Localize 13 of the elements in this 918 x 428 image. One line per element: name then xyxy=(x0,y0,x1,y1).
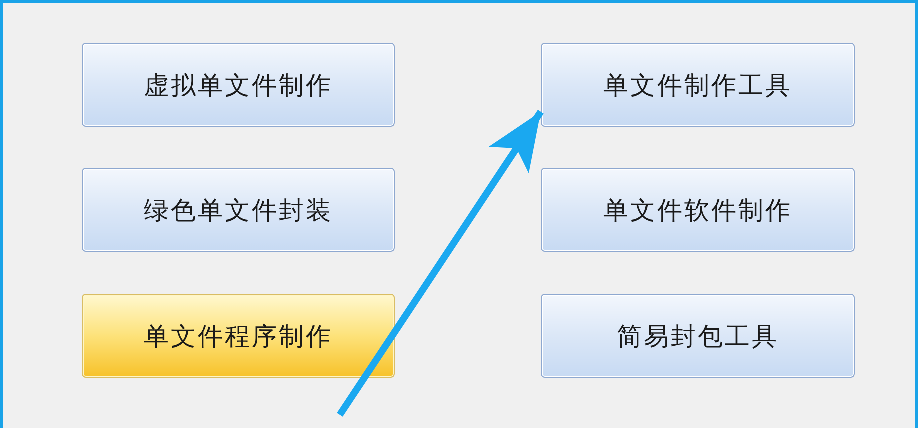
button-label: 单文件制作工具 xyxy=(604,70,792,102)
button-label: 简易封包工具 xyxy=(617,320,779,352)
menu-button xyxy=(82,168,395,252)
menu-button xyxy=(541,43,855,127)
menu-button xyxy=(82,294,395,378)
arrow xyxy=(337,110,544,417)
button-label: 单文件程序制作 xyxy=(144,320,333,352)
button-label: 单文件软件制作 xyxy=(604,194,792,226)
button-label: 虚拟单文件制作 xyxy=(144,70,333,102)
menu-button xyxy=(82,43,395,127)
menu-button xyxy=(541,294,855,378)
menu-button xyxy=(541,168,855,252)
button-label: 绿色单文件封装 xyxy=(144,194,333,226)
